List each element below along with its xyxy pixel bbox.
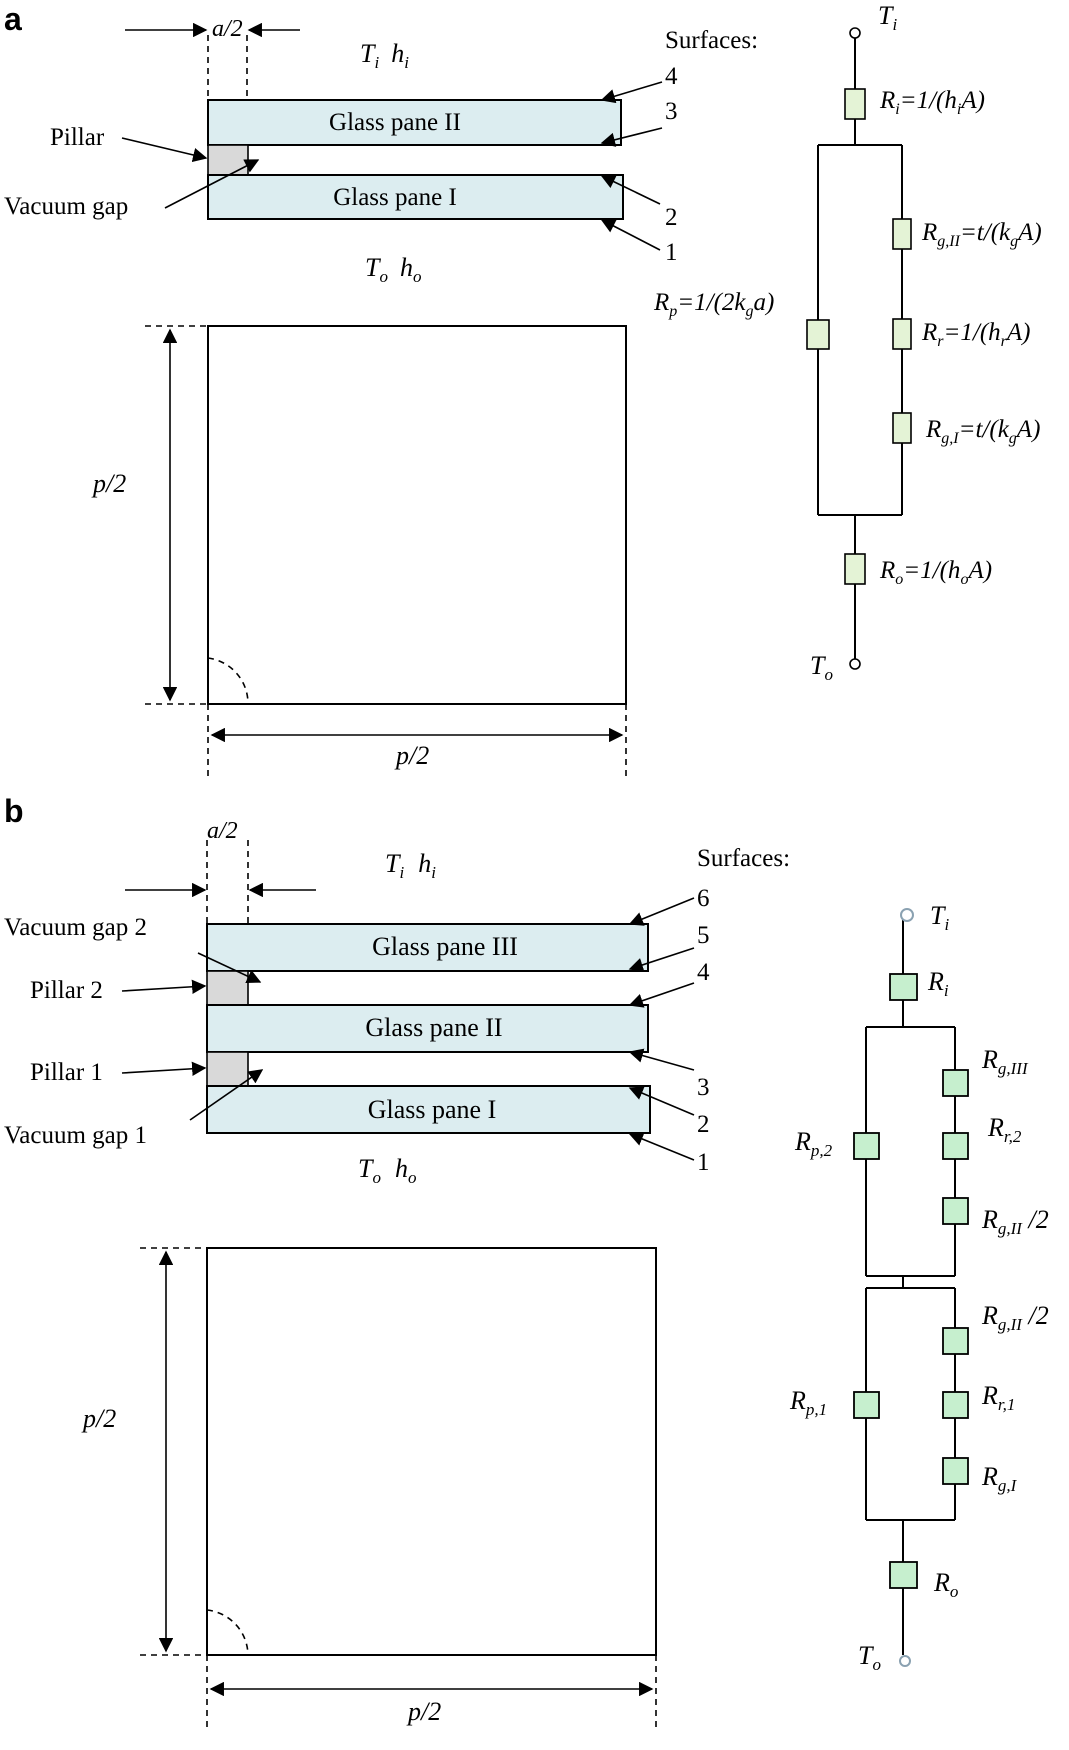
panel-b-resistor-ro	[889, 1561, 918, 1589]
panel-a-label-rp: Rp=1/(2kga)	[653, 289, 774, 320]
panel-a-circuit-to: To	[810, 651, 833, 684]
panel-a-label-rr: Rr=1/(hrA)	[921, 319, 1031, 350]
panel-a-pillar	[207, 144, 249, 176]
panel-b-vacuum-gap-2-label: Vacuum gap 2	[4, 914, 147, 941]
panel-a-terminal-inside	[849, 27, 861, 39]
panel-b-pillar-quarter-circle	[206, 1609, 249, 1656]
panel-a-thermal-circuit: Ti To Ri=1/(hiA) Rg,II=t/(kgA) Rr=1/(hrA…	[653, 1, 1042, 684]
panel-b-label-rg-ii-half-bottom: Rg,II /2	[981, 1301, 1049, 1334]
panel-b-resistor-rp-1	[853, 1391, 880, 1419]
panel-b-glass-pane-3	[206, 923, 649, 972]
panel-a-terminal-outside	[849, 658, 861, 670]
panel-b-resistor-rg-i	[942, 1457, 969, 1485]
panel-a-circuit-ti: Ti	[878, 1, 897, 34]
panel-a-surface-1: 1	[665, 239, 678, 266]
panel-b-terminal-inside	[900, 908, 914, 922]
panel-a-label-rg-i: Rg,I=t/(kgA)	[925, 416, 1040, 447]
panel-b-label-rg-iii: Rg,III	[981, 1045, 1029, 1078]
panel-a-surface-3: 3	[665, 98, 678, 125]
panel-b-resistor-rg-ii-half-bottom	[942, 1327, 969, 1355]
panel-a-resistor-rg-ii	[892, 218, 912, 250]
panel-a-surface-4: 4	[665, 63, 678, 90]
panel-b-resistor-rr-1	[942, 1391, 969, 1419]
panel-a-resistor-rp	[806, 319, 830, 350]
panel-b-thermal-circuit: Ti To Ri Rg,III Rr,2 Rg,II /2 Rp,2 Rg,II…	[789, 901, 1049, 1674]
panel-b-surface-2: 2	[697, 1111, 710, 1138]
panel-b-circuit-to: To	[858, 1641, 881, 1674]
panel-b-label-ri: Ri	[927, 967, 949, 1000]
panel-a-vacuum-gap-label: Vacuum gap	[4, 193, 128, 220]
panel-b-surface-6: 6	[697, 885, 710, 912]
panel-b-surface-4: 4	[697, 959, 710, 986]
panel-b-letter: b	[4, 793, 24, 829]
panel-b-circuit-ti: Ti	[930, 901, 949, 934]
panel-b-resistor-rr-2	[942, 1132, 969, 1160]
panel-b-pillar-1	[206, 1051, 249, 1087]
panel-b-vacuum-gap-1-label: Vacuum gap 1	[4, 1122, 147, 1149]
panel-a-surfaces-title: Surfaces:	[665, 27, 758, 54]
panel-a-pillar-label: Pillar	[50, 124, 105, 151]
panel-b-terminal-outside	[899, 1655, 911, 1667]
panel-b-glass-pane-2-label: Glass pane II	[365, 1013, 502, 1042]
panel-a-pillar-quarter-circle	[207, 657, 249, 705]
panel-a-resistor-ri	[844, 88, 866, 120]
panel-b-glass-pane-1-label: Glass pane I	[368, 1095, 497, 1124]
panel-b-label-ro: Ro	[933, 1568, 958, 1601]
panel-b-label-rp-2: Rp,2	[794, 1127, 833, 1160]
panel-a-unit-cell	[207, 325, 627, 705]
panel-b-label-rg-ii-half-top: Rg,II /2	[981, 1205, 1049, 1238]
panel-b-surface-1: 1	[697, 1149, 710, 1176]
panel-a-label-ro: Ro=1/(hoA)	[879, 557, 992, 588]
panel-a-glass-pane-1	[207, 174, 624, 220]
panel-a-p-half-vertical-label: p/2	[91, 469, 126, 498]
panel-a-a-half-dimension: a/2	[125, 16, 300, 100]
panel-b-a-half-label: a/2	[207, 818, 238, 844]
panel-b-surface-5: 5	[697, 922, 710, 949]
panel-b-pillar-2	[206, 970, 249, 1006]
panel-a-glass-pane-2	[207, 99, 622, 146]
panel-b-label-rr-2: Rr,2	[987, 1113, 1022, 1146]
panel-a-resistor-rg-i	[892, 412, 912, 444]
panel-b-surface-3: 3	[697, 1074, 710, 1101]
panel-a-resistor-ro	[844, 553, 866, 585]
panel-a-p-half-horizontal-label: p/2	[394, 741, 429, 770]
panel-b-a-half-dimension: a/2	[125, 818, 316, 924]
panel-b-label-rp-1: Rp,1	[789, 1386, 827, 1419]
panel-b-resistor-rp-2	[853, 1132, 880, 1160]
panel-a-surface-2: 2	[665, 204, 678, 231]
panel-b-label-rr-1: Rr,1	[981, 1381, 1015, 1414]
panel-a-label-ri: Ri=1/(hiA)	[879, 87, 985, 118]
panel-b-resistor-rg-ii-half-top	[942, 1197, 969, 1225]
panel-b-label-rg-i: Rg,I	[981, 1462, 1018, 1495]
panel-a-glass-pane-1-label: Glass pane I	[333, 184, 457, 211]
panel-b-unit-cell	[206, 1247, 657, 1656]
panel-b-resistor-rg-iii	[942, 1069, 969, 1097]
panel-a-letter: a	[4, 1, 22, 37]
panel-a-resistor-rr	[892, 318, 912, 350]
panel-b-resistor-ri	[889, 973, 918, 1001]
panel-b-p-half-horizontal-label: p/2	[406, 1697, 441, 1726]
panel-b-glass-pane-1	[206, 1085, 651, 1134]
panel-b-glass-pane-2	[206, 1004, 649, 1053]
panel-b-glass-pane-3-label: Glass pane III	[372, 932, 518, 961]
panel-a-glass-pane-2-label: Glass pane II	[329, 109, 461, 136]
panel-b-pillar-1-label: Pillar 1	[30, 1059, 103, 1086]
panel-b-surfaces-title: Surfaces:	[697, 845, 790, 872]
panel-a-label-rg-ii: Rg,II=t/(kgA)	[921, 219, 1042, 250]
panel-b-pillar-2-label: Pillar 2	[30, 977, 103, 1004]
panel-a-a-half-label: a/2	[212, 16, 243, 42]
panel-b-p-half-vertical-label: p/2	[81, 1404, 116, 1433]
